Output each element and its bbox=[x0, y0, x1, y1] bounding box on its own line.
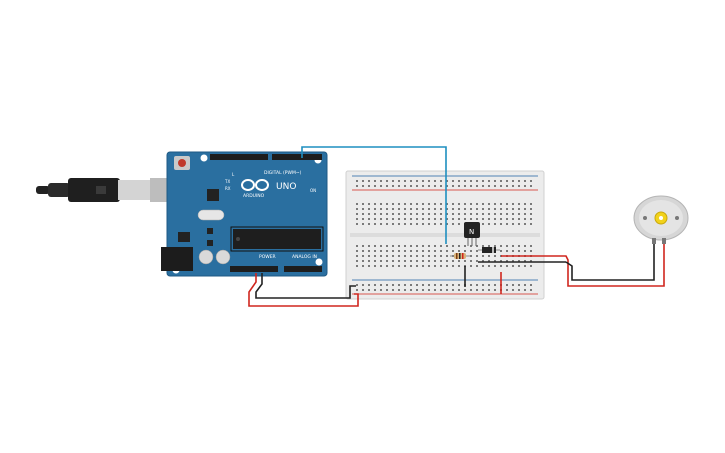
brand-label: ARDUINO bbox=[243, 193, 265, 199]
5v-wire[interactable] bbox=[248, 273, 359, 307]
on-label: ON bbox=[310, 188, 316, 193]
transistor-label: N bbox=[469, 228, 474, 236]
analog-header-label: ANALOG IN bbox=[292, 254, 317, 260]
resistor[interactable] bbox=[450, 253, 470, 259]
arduino-uno-board[interactable]: DIGITAL (PWM~) UNO ARDUINO TX RX ON L bbox=[161, 151, 328, 277]
npn-transistor[interactable]: N bbox=[464, 222, 480, 246]
model-label: UNO bbox=[276, 182, 296, 192]
gnd-wire[interactable] bbox=[255, 273, 356, 299]
power-header-label: POWER bbox=[259, 254, 276, 260]
diode[interactable] bbox=[478, 247, 500, 253]
breadboard-holes bbox=[356, 180, 532, 291]
signal-wire[interactable] bbox=[301, 146, 447, 244]
arduino-logo-icon bbox=[241, 179, 269, 191]
usb-cable[interactable] bbox=[36, 178, 170, 202]
l-label: L bbox=[232, 172, 235, 177]
motor-red-wire[interactable] bbox=[501, 240, 665, 287]
dc-motor[interactable] bbox=[633, 195, 689, 244]
tx-label: TX bbox=[224, 179, 230, 184]
rx-label: RX bbox=[225, 186, 231, 191]
breadboard[interactable] bbox=[345, 170, 545, 300]
motor-black-wire[interactable] bbox=[565, 240, 655, 281]
digital-header-label: DIGITAL (PWM~) bbox=[264, 170, 302, 176]
